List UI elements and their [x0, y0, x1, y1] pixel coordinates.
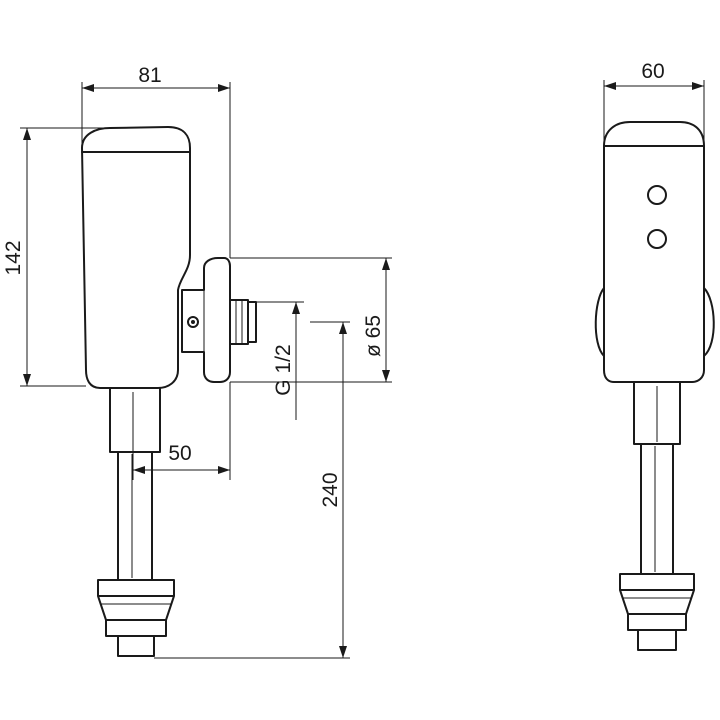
side-flange — [181, 257, 231, 383]
side-fitting — [97, 579, 175, 657]
dim-offset: 50 — [168, 442, 191, 465]
dim-width-side: 81 — [138, 64, 161, 87]
sensor-hole-icon — [647, 229, 667, 249]
front-body — [603, 121, 705, 383]
side-lower-housing — [109, 387, 161, 453]
dim-height: 142 — [2, 240, 25, 275]
dimensions: 81 142 50 G 1/2 ø 65 240 60 — [2, 60, 705, 659]
side-view — [81, 126, 257, 657]
dim-diameter: ø 65 — [362, 315, 385, 357]
front-view — [594, 121, 715, 651]
dim-thread: G 1/2 — [272, 344, 295, 395]
side-nipple — [229, 299, 249, 345]
side-body — [81, 126, 191, 389]
side-pipe — [117, 451, 153, 581]
front-lug-right — [703, 287, 715, 357]
front-lug-left — [594, 287, 605, 357]
front-pipe — [640, 443, 674, 575]
sensor-hole-icon — [647, 185, 667, 205]
side-screw-icon — [187, 316, 199, 328]
dim-depth: 240 — [319, 472, 342, 507]
dim-width-front: 60 — [641, 60, 664, 83]
front-fitting — [619, 573, 695, 651]
